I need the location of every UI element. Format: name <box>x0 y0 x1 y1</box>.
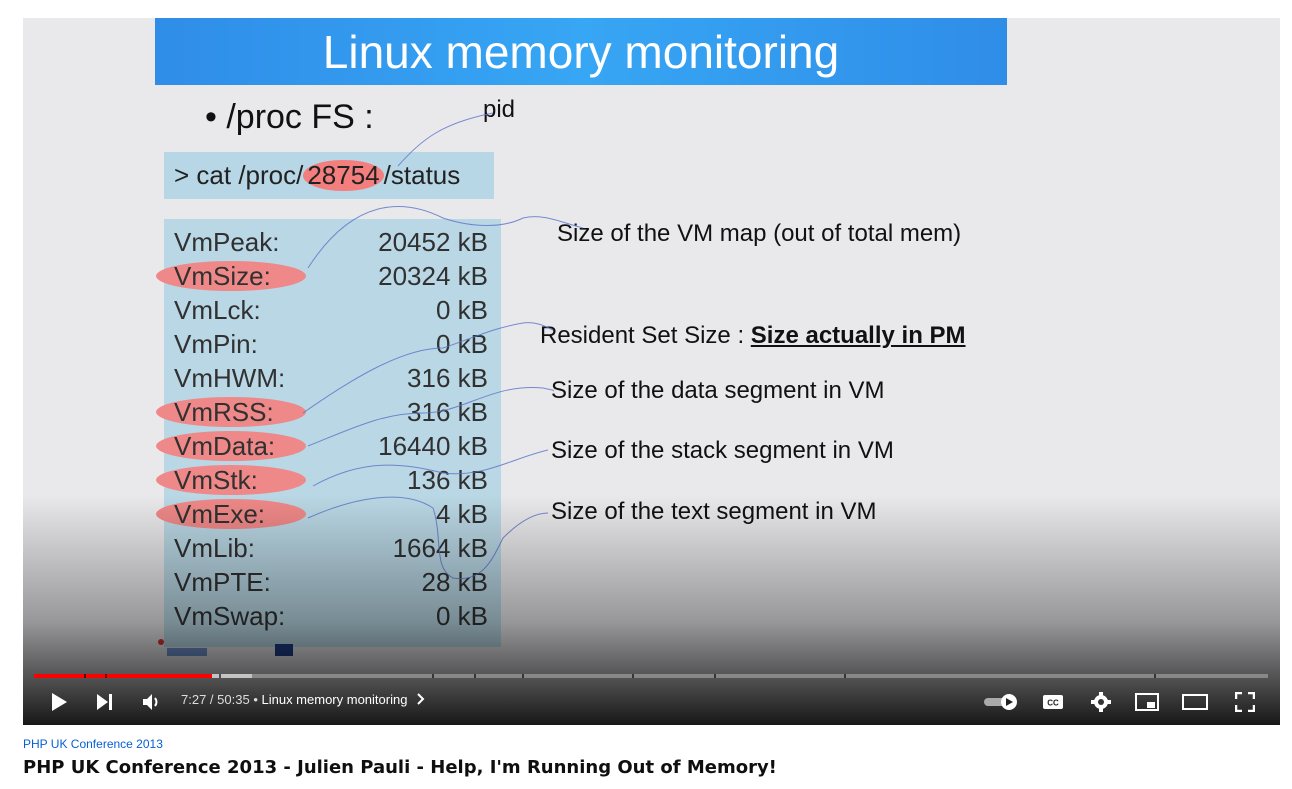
sponsor-logo-strip <box>158 639 293 656</box>
video-player[interactable]: Linux memory monitoring • /proc FS : pid… <box>23 18 1280 725</box>
chapter-marker <box>105 674 107 678</box>
status-key: VmExe: <box>155 499 307 529</box>
status-key: VmPeak: <box>174 227 280 257</box>
settings-button[interactable] <box>1083 686 1119 718</box>
volume-icon <box>143 694 158 710</box>
chapter-bullet: • <box>249 692 262 707</box>
miniplayer-button[interactable] <box>1129 686 1165 718</box>
chevron-right-icon[interactable] <box>416 693 426 705</box>
status-key: VmLck: <box>174 295 261 325</box>
play-button[interactable] <box>43 686 75 718</box>
play-icon <box>52 693 67 711</box>
autoplay-toggle[interactable] <box>981 686 1021 718</box>
chapter-marker <box>84 674 86 678</box>
theater-icon <box>1182 694 1208 710</box>
status-row: VmPTE: 28 kB <box>164 567 501 601</box>
command-pid: 28754 <box>303 160 384 191</box>
command-prefix: > cat /proc/ <box>174 160 304 190</box>
chapter-title[interactable]: Linux memory monitoring <box>261 692 408 707</box>
miniplayer-icon <box>1135 693 1159 711</box>
annotation-stack-segment: Size of the stack segment in VM <box>551 437 894 464</box>
chapter-marker <box>219 674 221 678</box>
status-value: 316 kB <box>407 397 488 427</box>
status-key: VmHWM: <box>174 363 286 393</box>
status-key: VmSwap: <box>174 601 286 631</box>
annotation-rss-bold: Size actually in PM <box>750 322 966 349</box>
time-separator: / <box>206 692 218 707</box>
status-value: 16440 kB <box>378 431 488 461</box>
status-row: VmExe: 4 kB <box>155 499 501 533</box>
status-row: VmPin: 0 kB <box>164 329 501 363</box>
chapter-marker <box>844 674 846 678</box>
captions-button[interactable]: CC <box>1035 686 1071 718</box>
annotation-vm-map: Size of the VM map (out of total mem) <box>557 220 962 247</box>
status-row: VmHWM: 316 kB <box>164 363 501 397</box>
annotation-rss-prefix: Resident Set Size : <box>540 322 751 349</box>
time-display: 7:27 / 50:35 • Linux memory monitoring <box>181 692 426 707</box>
captions-icon: CC <box>1043 695 1063 709</box>
progress-bar[interactable] <box>34 674 1268 678</box>
status-value: 20452 kB <box>378 227 488 257</box>
svg-text:CC: CC <box>1047 699 1059 708</box>
status-key: VmSize: <box>156 261 306 291</box>
annotation-text-segment: Size of the text segment in VM <box>551 498 877 525</box>
slide-bullet: • /proc FS : <box>205 98 374 136</box>
chapter-marker <box>632 674 634 678</box>
status-key: VmLib: <box>174 533 255 563</box>
status-row: VmSize: 20324 kB <box>156 261 501 295</box>
status-row: VmRSS: 316 kB <box>156 397 501 431</box>
status-key: VmStk: <box>156 465 306 495</box>
slide-title: Linux memory monitoring <box>155 18 1007 85</box>
status-key: VmPin: <box>174 329 258 359</box>
command-suffix: /status <box>383 160 461 190</box>
chapter-marker <box>714 674 716 678</box>
status-value: 0 kB <box>435 601 488 631</box>
status-value: 0 kB <box>435 295 488 325</box>
gear-icon <box>1091 692 1111 712</box>
channel-link[interactable]: PHP UK Conference 2013 <box>23 737 163 751</box>
status-row: VmData: 16440 kB <box>155 431 501 465</box>
status-row: VmStk: 136 kB <box>156 465 501 499</box>
status-row: VmLck: 0 kB <box>164 295 501 329</box>
next-icon <box>97 694 112 710</box>
chapter-marker <box>1154 674 1156 678</box>
video-title: PHP UK Conference 2013 - Julien Pauli - … <box>23 757 777 778</box>
status-table: VmPeak: 20452 kB VmSize: 20324 kB VmLck: 0 … <box>155 219 501 647</box>
autoplay-toggle-icon <box>984 694 1017 710</box>
duration: 50:35 <box>217 692 250 707</box>
played-bar <box>34 674 213 678</box>
status-row: VmLib: 1664 kB <box>164 533 501 567</box>
pid-label: pid <box>483 96 516 123</box>
status-key: VmData: <box>155 431 307 461</box>
current-time: 7:27 <box>181 692 207 707</box>
status-value: 20324 kB <box>378 261 488 291</box>
status-value: 28 kB <box>421 567 489 597</box>
next-button[interactable] <box>89 686 121 718</box>
fullscreen-icon <box>1235 692 1255 712</box>
annotation-rss: Resident Set Size : Size actually in PM <box>540 322 966 350</box>
chapter-marker <box>432 674 434 678</box>
status-value: 316 kB <box>407 363 488 393</box>
status-value: 0 kB <box>435 329 488 359</box>
chapter-marker <box>474 674 476 678</box>
annotation-data-segment: Size of the data segment in VM <box>551 377 885 404</box>
status-key: VmRSS: <box>156 397 306 427</box>
volume-button[interactable] <box>135 686 169 718</box>
status-key: VmPTE: <box>174 567 271 597</box>
chapter-marker <box>522 674 524 678</box>
theater-button[interactable] <box>1177 686 1213 718</box>
command-box: > cat /proc/28754/status <box>164 152 494 199</box>
status-value: 136 kB <box>407 465 488 495</box>
fullscreen-button[interactable] <box>1227 686 1263 718</box>
status-value: 4 kB <box>435 499 488 529</box>
status-value: 1664 kB <box>392 533 488 563</box>
status-row: VmPeak: 20452 kB <box>164 227 501 261</box>
